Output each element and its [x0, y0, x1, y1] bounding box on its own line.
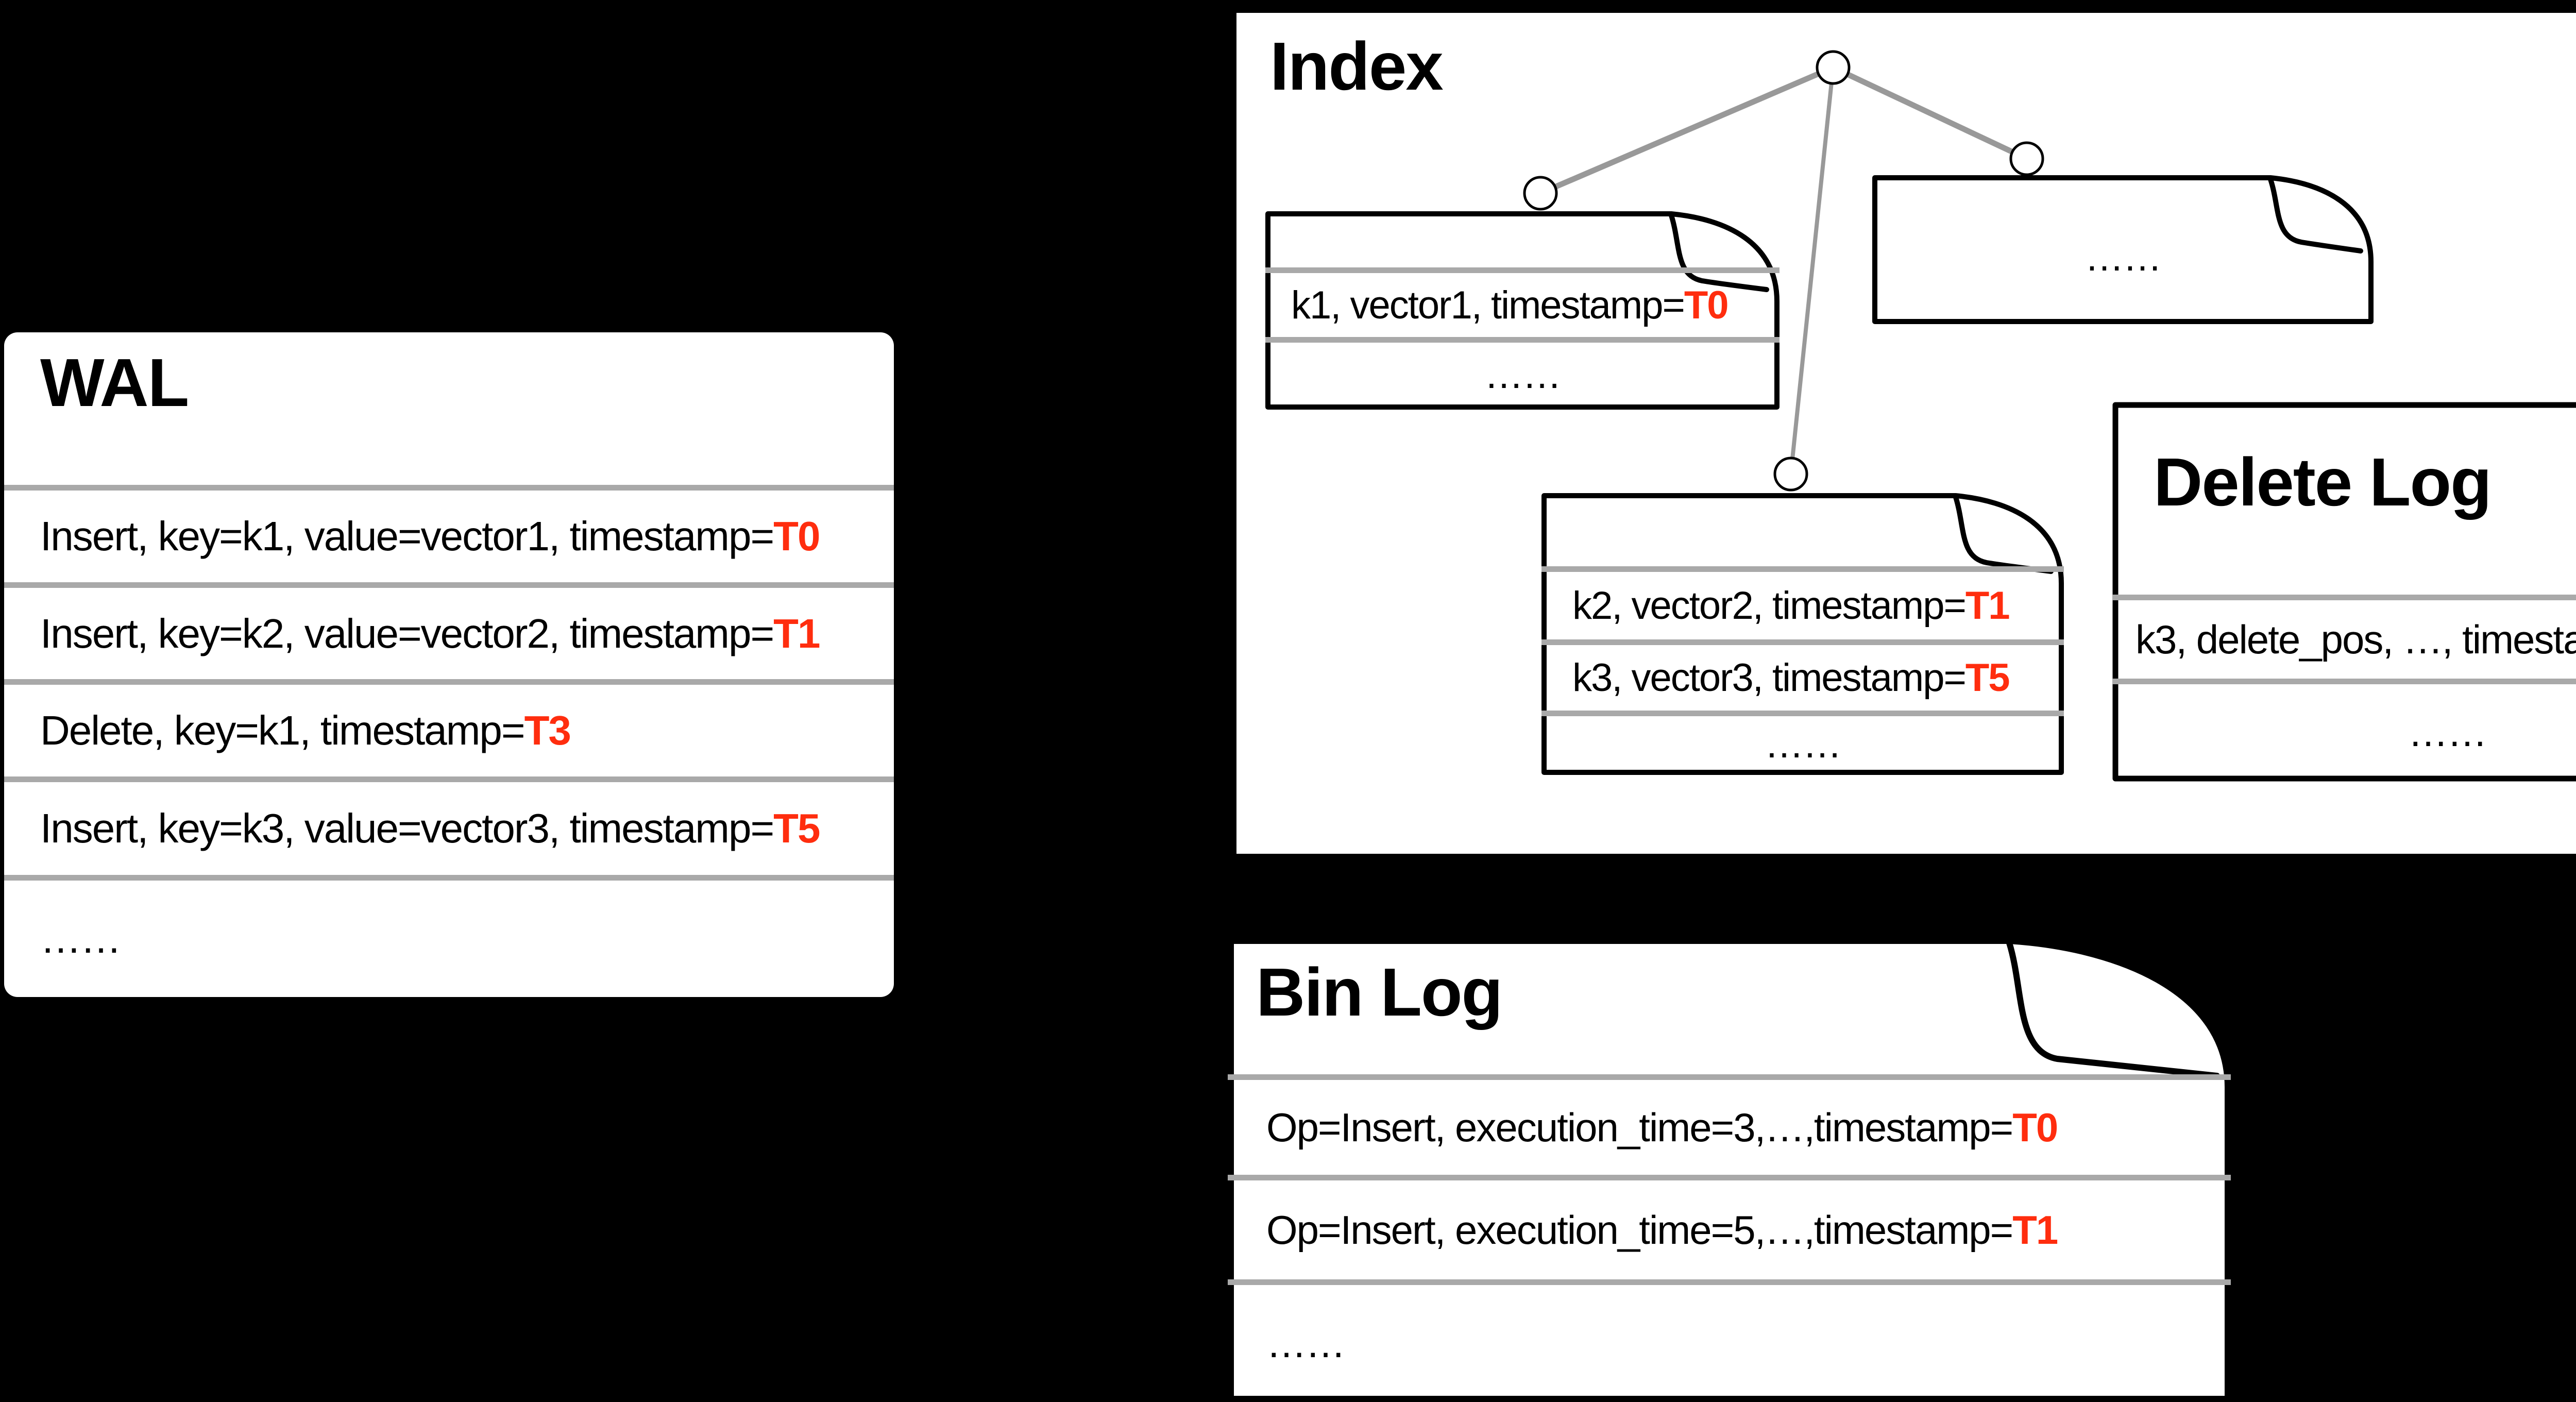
- bin-log-row-text: Op=Insert, execution_time=5,…,timestamp=: [1266, 1207, 2013, 1253]
- document-shape: [2112, 402, 2576, 782]
- bin-log-doc: Bin Log Op=Insert, execution_time=3,…,ti…: [1228, 938, 2231, 1402]
- segment-row-text: ……: [1765, 722, 1842, 766]
- wal-row: Insert, key=k3, value=vector3, timestamp…: [4, 776, 894, 875]
- index-segment-doc-2: ……: [1872, 175, 2374, 324]
- bin-log-title: Bin Log: [1256, 954, 1503, 1030]
- index-segment-doc-3: k2, vector2, timestamp=T1 k3, vector3, t…: [1541, 493, 2064, 775]
- bin-log-row-text: Op=Insert, execution_time=3,…,timestamp=: [1266, 1104, 2013, 1150]
- wal-row-text: Insert, key=k2, value=vector2, timestamp…: [40, 610, 774, 656]
- bin-log-row-text: ……: [1266, 1321, 1346, 1366]
- wal-row-text: Insert, key=k3, value=vector3, timestamp…: [40, 805, 774, 851]
- timestamp-badge: T5: [773, 805, 820, 851]
- segment-row-text: k1, vector1, timestamp=: [1291, 283, 1685, 327]
- timestamp-badge: T3: [524, 707, 571, 753]
- segment-row: k1, vector1, timestamp=T0: [1265, 267, 1780, 337]
- timestamp-badge: T0: [2012, 1104, 2058, 1150]
- tree-edge: [1832, 65, 2028, 161]
- index-tree-edges: [1539, 64, 2028, 475]
- segment-row: k3, vector3, timestamp=T5: [1541, 639, 2064, 711]
- wal-row: Delete, key=k1, timestamp=T3: [4, 679, 894, 776]
- timestamp-badge: T1: [2012, 1207, 2058, 1253]
- bin-log-row: Op=Insert, execution_time=3,…,timestamp=…: [1228, 1074, 2231, 1175]
- segment-row: k2, vector2, timestamp=T1: [1541, 566, 2064, 639]
- wal-row-text: Insert, key=k1, value=vector1, timestamp…: [40, 513, 774, 559]
- document-shape: [1872, 175, 2374, 324]
- segment-row-text: ……: [1484, 353, 1562, 397]
- timestamp-badge: T1: [1965, 584, 2010, 628]
- document-shape: [1541, 493, 2064, 775]
- wal-row-text: ……: [40, 916, 122, 961]
- tree-edge: [1539, 64, 1835, 196]
- delete-log-title: Delete Log: [2154, 444, 2492, 520]
- segment-row-ellipsis: ……: [1541, 711, 2064, 772]
- delete-log-row-text: k3, delete_pos, …, timestamp=: [2136, 616, 2576, 662]
- index-segment-doc-1: k1, vector1, timestamp=T0 ……: [1265, 211, 1780, 410]
- timestamp-badge: T1: [773, 610, 820, 656]
- bin-log-row-ellipsis: ……: [1228, 1279, 2231, 1402]
- segment-row-ellipsis: ……: [1265, 337, 1780, 407]
- tree-edge: [1789, 67, 1835, 475]
- index-panel: Index k1, vector1, timestamp=T0 ……: [1236, 13, 2576, 854]
- delete-log-row-ellipsis: ……: [2112, 679, 2576, 781]
- delete-log-row: k3, delete_pos, …, timestamp=T3: [2112, 595, 2576, 679]
- segment-row-text: k3, vector3, timestamp=: [1572, 656, 1967, 700]
- segment-row-text: ……: [2084, 235, 2162, 279]
- wal-title: WAL: [40, 345, 189, 420]
- wal-row: Insert, key=k1, value=vector1, timestamp…: [4, 485, 894, 582]
- timestamp-badge: T0: [773, 513, 820, 559]
- document-shape: [1265, 211, 1780, 410]
- wal-row: Insert, key=k2, value=vector2, timestamp…: [4, 582, 894, 679]
- delete-log-doc: Delete Log k3, delete_pos, …, timestamp=…: [2112, 402, 2576, 782]
- segment-row-text: k2, vector2, timestamp=: [1572, 584, 1967, 628]
- index-title: Index: [1270, 28, 1444, 104]
- timestamp-badge: T5: [1965, 656, 2010, 700]
- segment-row-ellipsis: ……: [1872, 175, 2374, 324]
- wal-panel: WAL Insert, key=k1, value=vector1, times…: [4, 332, 894, 997]
- bin-log-row: Op=Insert, execution_time=5,…,timestamp=…: [1228, 1175, 2231, 1279]
- wal-row-text: Delete, key=k1, timestamp=: [40, 707, 526, 753]
- delete-log-row-text: ……: [2408, 710, 2487, 755]
- wal-row-ellipsis: ……: [4, 875, 894, 997]
- timestamp-badge: T0: [1684, 283, 1729, 327]
